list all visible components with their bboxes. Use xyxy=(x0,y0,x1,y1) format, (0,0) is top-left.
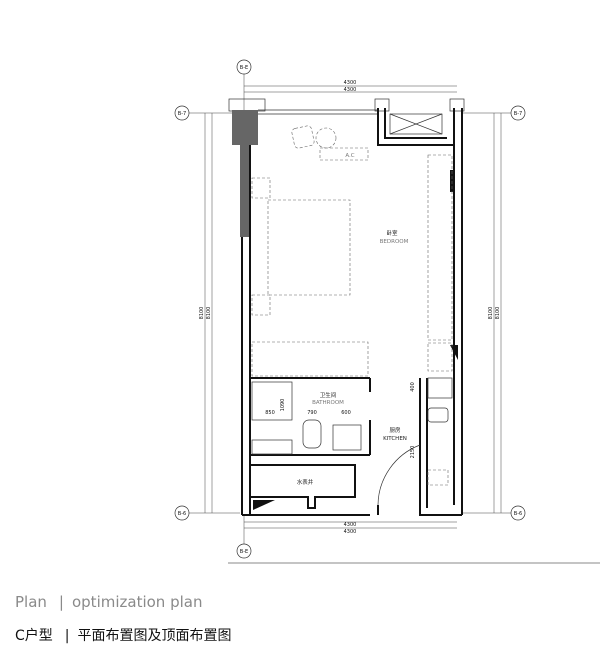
kitchen-label-cn: 厨房 xyxy=(389,426,401,434)
caption-unit-type: C户型 xyxy=(15,628,53,644)
dim-bottom-1: 4300 xyxy=(344,522,357,528)
dim-850: 850 xyxy=(265,410,275,416)
svg-text:B-6: B-6 xyxy=(178,511,186,517)
dim-right-2: 8100 xyxy=(495,307,501,320)
dim-top-2: 4300 xyxy=(344,87,357,93)
grid-axis-lines xyxy=(189,74,511,544)
svg-text:B-6: B-6 xyxy=(514,511,522,517)
dim-bottom-2: 4300 xyxy=(344,529,357,535)
dim-top-1: 4300 xyxy=(344,80,357,86)
bedroom-label-cn: 卧室 xyxy=(386,229,398,237)
caption-separator: | xyxy=(64,628,70,644)
svg-text:B-E: B-E xyxy=(240,65,248,71)
bathroom-label-en: BATHROOM xyxy=(312,400,344,406)
svg-text:B-E: B-E xyxy=(240,549,248,555)
grid-bubble-right-bottom: B-6 xyxy=(510,505,526,521)
bedroom-label-en: BEDROOM xyxy=(380,239,409,245)
grid-bubble-bottom: B-E xyxy=(236,543,252,559)
meter-well-label: 水表井 xyxy=(297,478,314,486)
grid-bubble-left-top: B-7 xyxy=(174,105,190,121)
dim-left-2: 8100 xyxy=(206,307,212,320)
caption-optimization: optimization plan xyxy=(71,593,203,611)
kitchen-label-en: KITCHEN xyxy=(383,436,407,442)
dim-790: 790 xyxy=(307,410,317,416)
caption-plan: Plan xyxy=(15,593,47,611)
bathroom-label-cn: 卫生间 xyxy=(320,391,337,399)
furniture xyxy=(251,125,453,506)
caption-line-1: Plan | optimization plan xyxy=(15,593,202,611)
dim-2150: 2150 xyxy=(410,446,416,459)
caption-plan-title: 平面布置图及顶面布置图 xyxy=(77,628,232,644)
caption-line-2: C户型 | 平面布置图及顶面布置图 xyxy=(15,625,232,645)
grid-bubble-top: B-E xyxy=(236,59,252,75)
svg-text:B-7: B-7 xyxy=(514,111,522,117)
dim-left-1: 8100 xyxy=(199,307,205,320)
grid-bubble-left-bottom: B-6 xyxy=(174,505,190,521)
caption-separator: | xyxy=(58,593,64,611)
walls xyxy=(228,98,465,516)
svg-text:B-7: B-7 xyxy=(178,111,186,117)
dim-400: 400 xyxy=(410,382,416,392)
dim-right-1: 8100 xyxy=(488,307,494,320)
dim-1090: 1090 xyxy=(280,399,286,412)
ac-label: A.C xyxy=(345,153,354,159)
dimension-lines xyxy=(204,85,502,529)
grid-bubble-right-top: B-7 xyxy=(510,105,526,121)
dim-600: 600 xyxy=(341,410,351,416)
